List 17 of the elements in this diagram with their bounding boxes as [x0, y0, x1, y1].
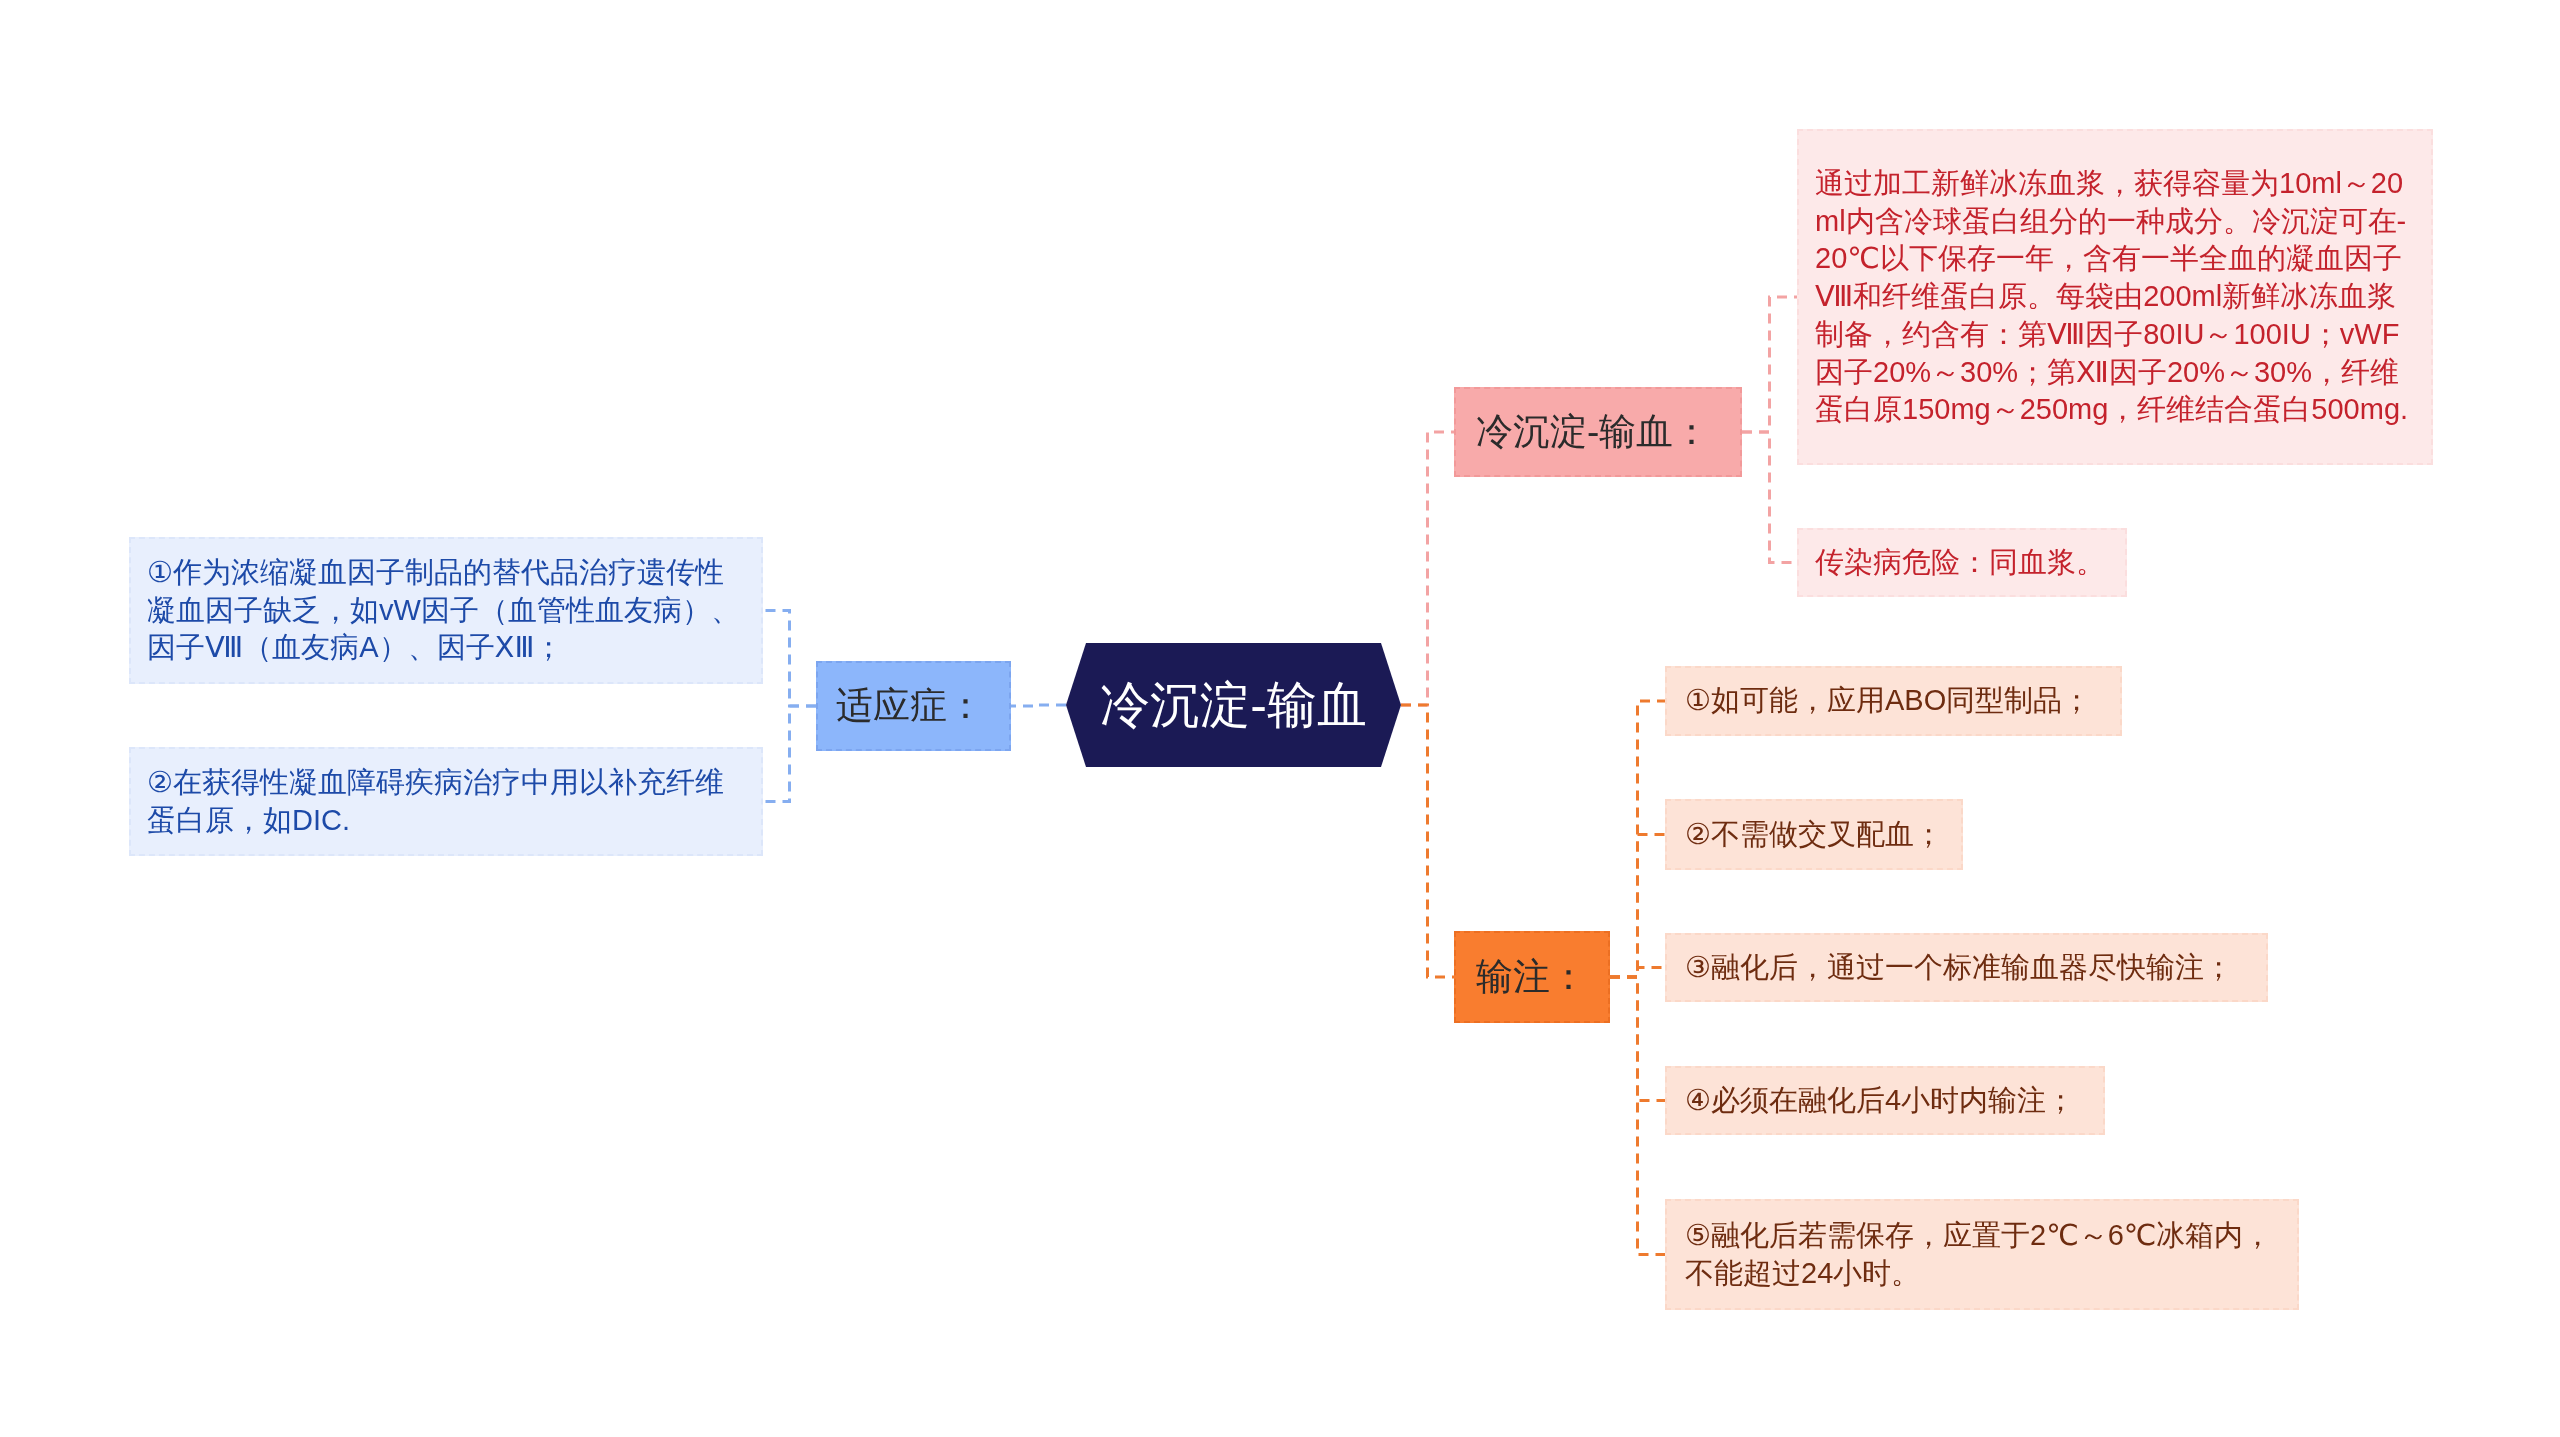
subtopic: ①作为浓缩凝血因子制品的替代品治疗遗传性凝血因子缺乏，如vW因子（血管性血友病）、因子Ⅷ（血友病A）、因子ⅩⅢ； [129, 537, 763, 684]
branch-topic: 适应症： [816, 661, 1011, 751]
subtopic: ②在获得性凝血障碍疾病治疗中用以补充纤维蛋白原，如DIC. [129, 747, 763, 856]
subtopic: 传染病危险：同血浆。 [1797, 528, 2127, 597]
subtopic: ⑤融化后若需保存，应置于2℃～6℃冰箱内，不能超过24小时。 [1665, 1199, 2299, 1310]
subtopic: ④必须在融化后4小时内输注； [1665, 1066, 2105, 1135]
branch-topic: 冷沉淀-输血： [1454, 387, 1742, 477]
connector-line [1401, 703, 1454, 979]
branch-topic: 输注： [1454, 931, 1610, 1023]
subtopic: ②不需做交叉配血； [1665, 799, 1963, 870]
connector-line [1610, 975, 1665, 1256]
subtopic: 通过加工新鲜冰冻血浆，获得容量为10ml～20ml内含冷球蛋白组分的一种成分。冷沉淀可在-20℃以下保存一年，含有一半全血的凝血因子Ⅷ和纤维蛋白原。每袋由200ml新鲜冰冻血浆制备，约含有：第Ⅷ因子80IU～100IU；vWF因子20%～30%；第Ⅻ因子20%～30%，纤维蛋白原150mg～250mg，纤维结合蛋白500mg. [1797, 129, 2433, 465]
subtopic: ①如可能，应用ABO同型制品； [1665, 666, 2122, 736]
connector-line [1011, 703, 1066, 708]
subtopic: ③融化后，通过一个标准输血器尽快输注； [1665, 933, 2268, 1002]
connector-line [763, 704, 816, 803]
central-topic: 冷沉淀-输血 [1066, 643, 1401, 767]
